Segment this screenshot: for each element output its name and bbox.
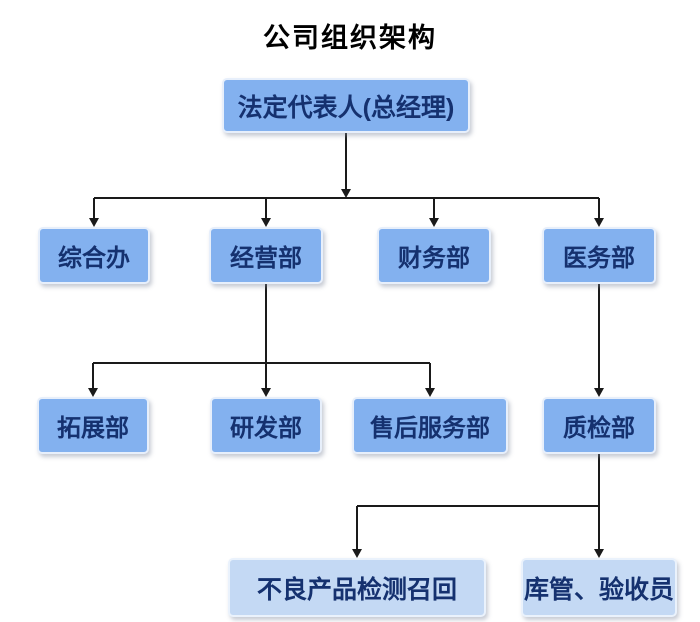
node-finance-dept: 财务部 xyxy=(377,227,491,284)
node-label: 法定代表人(总经理) xyxy=(237,93,455,122)
node-medical-dept: 医务部 xyxy=(542,227,656,284)
node-defective-product-recall: 不良产品检测召回 xyxy=(228,558,486,617)
node-label: 综合办 xyxy=(58,245,130,272)
node-rd-dept: 研发部 xyxy=(210,397,322,454)
node-label: 拓展部 xyxy=(57,415,129,442)
node-label: 不良产品检测召回 xyxy=(256,575,457,604)
node-label: 经营部 xyxy=(230,245,302,272)
node-after-sales-service-dept: 售后服务部 xyxy=(352,397,508,454)
node-general-office: 综合办 xyxy=(38,227,150,284)
node-label: 库管、验收员 xyxy=(523,575,674,604)
node-label: 财务部 xyxy=(398,245,470,272)
node-quality-inspection-dept: 质检部 xyxy=(542,397,656,454)
node-label: 售后服务部 xyxy=(370,415,490,442)
node-expansion-dept: 拓展部 xyxy=(37,397,149,454)
node-label: 质检部 xyxy=(563,415,635,442)
node-label: 医务部 xyxy=(563,245,635,272)
node-legal-representative: 法定代表人(总经理) xyxy=(222,78,470,133)
node-business-dept: 经营部 xyxy=(209,227,323,284)
node-label: 研发部 xyxy=(230,415,302,442)
org-chart-title: 公司组织架构 xyxy=(263,23,437,53)
node-warehouse-keeper-inspector: 库管、验收员 xyxy=(521,558,677,617)
